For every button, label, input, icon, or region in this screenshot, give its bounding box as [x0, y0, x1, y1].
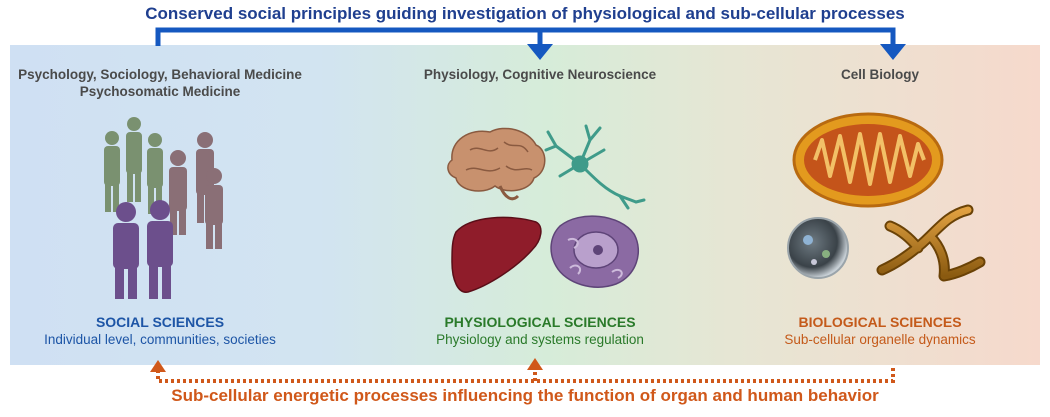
panel-physiological-category: PHYSIOLOGICAL SCIENCES: [444, 314, 636, 330]
panel-physiological-heading: Physiology, Cognitive Neuroscience: [423, 67, 657, 82]
neuron-icon: [544, 124, 646, 210]
panel-social-heading: Psychology, Sociology, Behavioral Medici…: [10, 66, 310, 100]
mitochondrion-icon: [792, 112, 944, 208]
panel-biological-heading: Cell Biology: [840, 67, 919, 82]
panel-biological-category: BIOLOGICAL SCIENCES: [798, 314, 962, 330]
panel-biological-description: Sub-cellular organelle dynamics: [784, 332, 976, 347]
bottom-arrow: [156, 365, 895, 383]
top-arrow-heads: [527, 44, 906, 60]
panel-social-description: Individual level, communities, societies: [44, 332, 276, 347]
bottom-arrow-heads: [150, 358, 543, 372]
panel-social-heading-line2: Psychosomatic Medicine: [79, 84, 241, 99]
panel-physiological-description: Physiology and systems regulation: [436, 332, 644, 347]
cell-icon: [550, 215, 639, 288]
arrowhead-left-up-icon: [150, 360, 166, 372]
tubular-network-icon: [876, 204, 986, 282]
arrowhead-middle-icon: [527, 44, 553, 60]
bottom-banner: Sub-cellular energetic processes influen…: [171, 386, 879, 405]
brain-icon: [447, 127, 546, 201]
vesicle-icon: [787, 217, 849, 279]
panel-social-heading-line1: Psychology, Sociology, Behavioral Medici…: [18, 67, 302, 82]
arrowhead-mid-up-icon: [527, 358, 543, 370]
arrowhead-right-icon: [880, 44, 906, 60]
liver-icon: [451, 216, 542, 293]
people-silhouettes-icon: [104, 117, 223, 299]
panel-social-category: SOCIAL SCIENCES: [95, 314, 225, 330]
top-banner: Conserved social principles guiding inve…: [145, 4, 905, 23]
